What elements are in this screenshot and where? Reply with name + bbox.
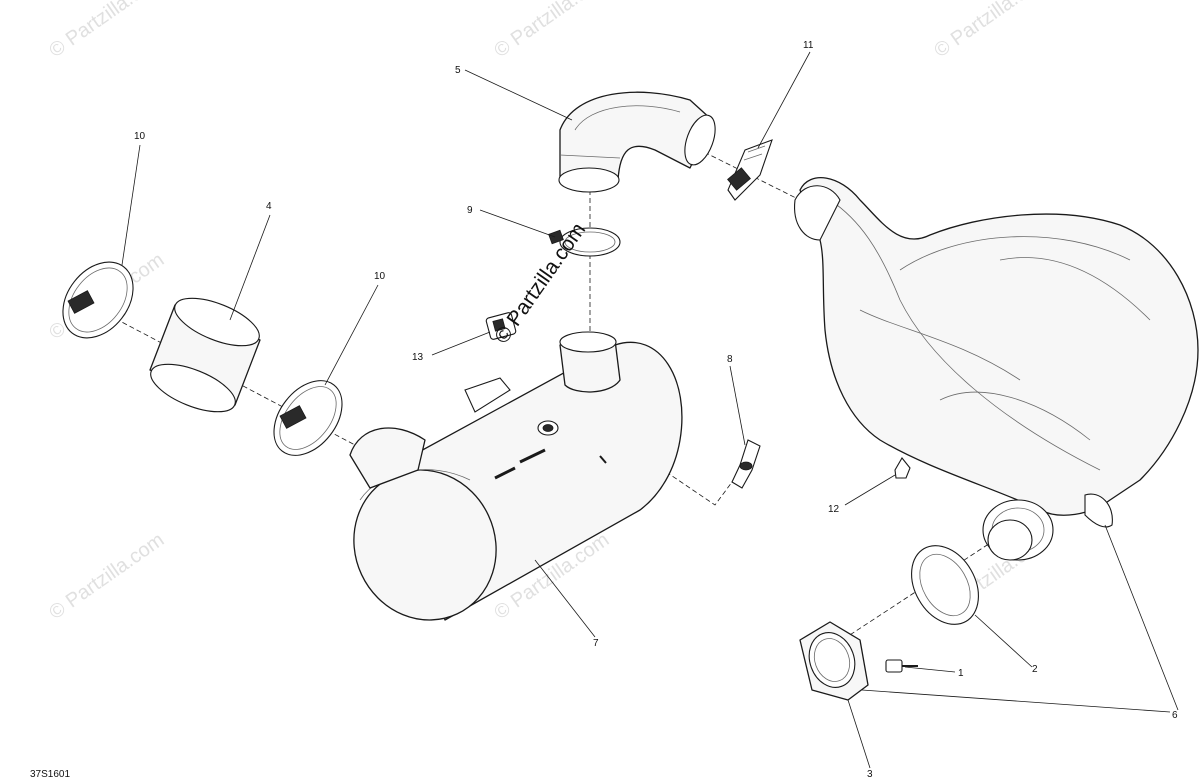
temperature-sensor-8	[731, 439, 761, 489]
callout-13: 13	[412, 352, 424, 363]
callouts: 10 4 10 5 9 11 13 8 7 12 1 2 6 3	[134, 40, 1178, 780]
clamp-9	[548, 227, 621, 257]
callout-8: 8	[727, 354, 733, 365]
callout-10-right: 10	[374, 271, 386, 282]
watermark: © Partzilla.com	[45, 0, 168, 62]
assembly-line-top	[689, 144, 801, 201]
sensor-13	[485, 312, 517, 340]
callout-10-left: 10	[134, 131, 146, 142]
leader-lines	[121, 51, 1179, 769]
callout-1: 1	[958, 668, 964, 679]
hose-clamp-right	[273, 380, 343, 456]
rubber-sleeve	[149, 297, 261, 413]
watermark: © Partzilla.com	[490, 0, 613, 62]
center-watermark: © Partzilla.com	[490, 219, 590, 348]
watermark: © Partzilla.com	[930, 0, 1053, 62]
screw-1	[885, 659, 918, 673]
elbow-hose	[558, 91, 716, 193]
callout-3: 3	[867, 769, 873, 780]
drain-plug-12	[894, 457, 911, 479]
muffler	[349, 331, 683, 621]
airbox-housing	[794, 177, 1199, 561]
callout-6: 6	[1172, 710, 1178, 721]
clamp-11	[727, 139, 773, 201]
hose-clamp-left	[62, 261, 134, 339]
retaining-nut-3	[799, 621, 869, 701]
callout-12: 12	[828, 504, 840, 515]
watermark: © Partzilla.com	[45, 529, 168, 624]
gasket-2	[911, 545, 979, 625]
callout-2: 2	[1032, 664, 1038, 675]
callout-9: 9	[467, 205, 473, 216]
callout-7: 7	[593, 638, 599, 649]
callout-11: 11	[803, 40, 814, 51]
callout-5: 5	[455, 65, 461, 76]
diagram-reference-code: 37S1601	[30, 769, 70, 780]
callout-4: 4	[266, 201, 272, 212]
assembly-line-sensor	[559, 399, 736, 506]
